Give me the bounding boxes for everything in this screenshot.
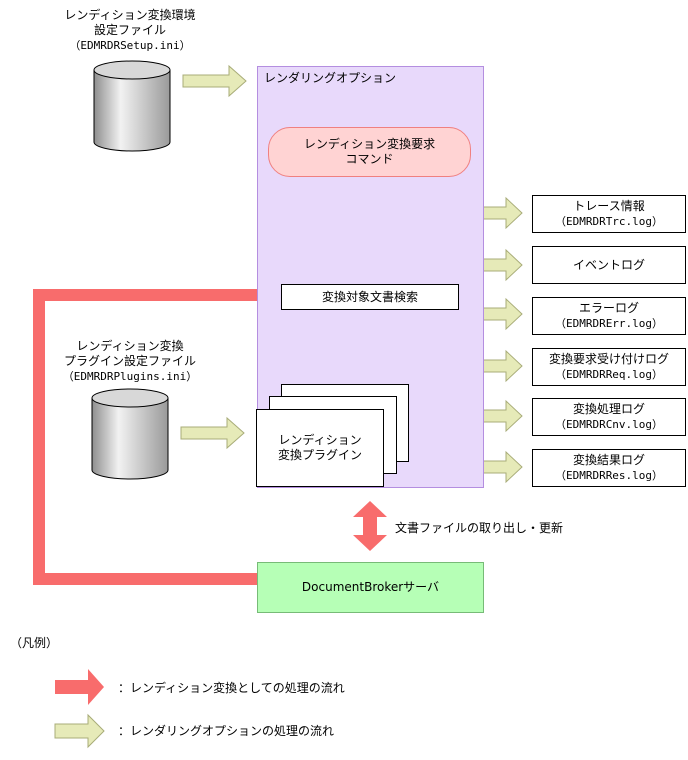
log-file: （EDMRDRCnv.log） (554, 418, 664, 431)
rendition-plugin-subtitle: 変換プラグイン (277, 448, 362, 462)
request-command-node: レンディション変換要求 コマンド (268, 127, 471, 177)
settings-file-cylinder-icon (93, 60, 171, 152)
log-file: （EDMRDRReq.log） (554, 368, 664, 381)
rendition-plugin-node: レンディション 変換プラグイン (256, 409, 384, 487)
plugin-settings-file-cylinder-icon (91, 388, 169, 480)
document-io-label: 文書ファイルの取り出し・更新 (395, 521, 564, 535)
log-file: （EDMRDRErr.log） (554, 317, 664, 330)
settings-file-subtitle: 設定ファイル (93, 23, 166, 37)
log-name: トレース情報 (573, 199, 645, 213)
log-arrows (469, 196, 523, 484)
legend-title: （凡例） (10, 636, 59, 650)
log-box-trace: トレース情報 （EDMRDRTrc.log） (532, 195, 686, 233)
document-search-node: 変換対象文書検索 (281, 284, 459, 310)
plugin-settings-file-filename: （EDMRDRPlugins.ini） (62, 370, 198, 383)
log-box-event: イベントログ (532, 246, 686, 284)
settings-file-title: レンディション変換環境 (64, 8, 196, 22)
legend-yellow-arrow (54, 713, 105, 749)
log-name: 変換要求受け付けログ (548, 352, 669, 366)
request-command-title: レンディション変換要求 (303, 137, 436, 151)
plugin-settings-to-plugin-arrow (180, 416, 245, 450)
plugin-settings-file-label: レンディション変換 プラグイン設定ファイル （EDMRDRPlugins.ini… (40, 339, 220, 384)
log-file: （EDMRDRTrc.log） (554, 215, 664, 228)
request-command-subtitle: コマンド (345, 152, 394, 166)
log-name: 変換結果ログ (572, 453, 645, 467)
log-name: エラーログ (578, 301, 639, 315)
option-server-double-arrow (353, 501, 387, 551)
log-box-conversion: 変換処理ログ （EDMRDRCnv.log） (532, 398, 686, 436)
log-box-request: 変換要求受け付けログ （EDMRDRReq.log） (532, 348, 686, 386)
log-name: イベントログ (572, 257, 645, 272)
plugin-settings-file-subtitle: プラグイン設定ファイル (63, 354, 196, 368)
log-file: （EDMRDRRes.log） (554, 469, 664, 482)
log-name: 変換処理ログ (572, 402, 645, 416)
legend-rendition-flow-label: ：レンディション変換としての処理の流れ (118, 681, 345, 695)
legend-option-flow-label: ：レンダリングオプションの処理の流れ (118, 724, 335, 738)
rendering-option-title: レンダリングオプション (264, 71, 397, 85)
settings-file-filename: （EDMRDRSetup.ini） (69, 39, 191, 52)
server-search-loop-arrow (33, 282, 280, 592)
plugin-settings-file-title: レンディション変換 (76, 339, 184, 353)
rendition-plugin-title: レンディション (278, 433, 362, 447)
settings-to-option-arrow (182, 64, 247, 98)
log-box-error: エラーログ （EDMRDRErr.log） (532, 297, 686, 335)
settings-file-label: レンディション変換環境 設定ファイル （EDMRDRSetup.ini） (40, 8, 220, 53)
document-broker-server-node: DocumentBrokerサーバ (257, 562, 484, 613)
legend-red-arrow (55, 669, 104, 705)
log-box-result: 変換結果ログ （EDMRDRRes.log） (532, 449, 686, 487)
